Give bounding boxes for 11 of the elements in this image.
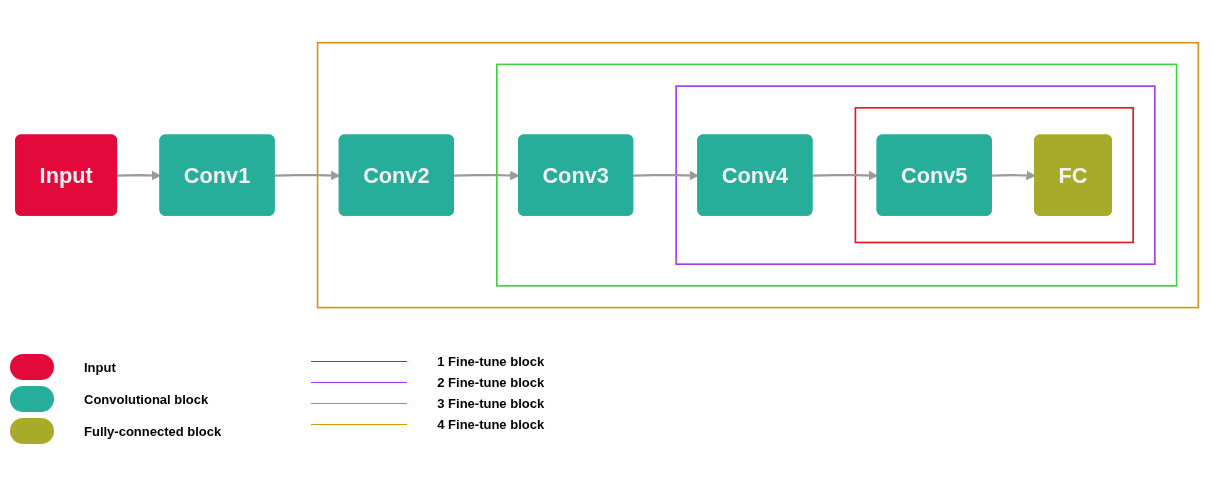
legend-text: 4 Fine-tune block [437, 417, 545, 432]
cluster [316, 41, 1200, 309]
legend-text: 3 Fine-tune block [437, 396, 545, 411]
cluster [496, 63, 1178, 287]
cluster [675, 85, 1156, 265]
legend-text: 1 Fine-tune block [437, 354, 545, 369]
legend-text: Input [84, 359, 116, 375]
legend-text: 2 Fine-tune block [437, 375, 545, 390]
legend-text: Fully-connected block [84, 423, 222, 439]
cluster [854, 106, 1134, 244]
legend-text: Convolutional block [84, 391, 209, 407]
